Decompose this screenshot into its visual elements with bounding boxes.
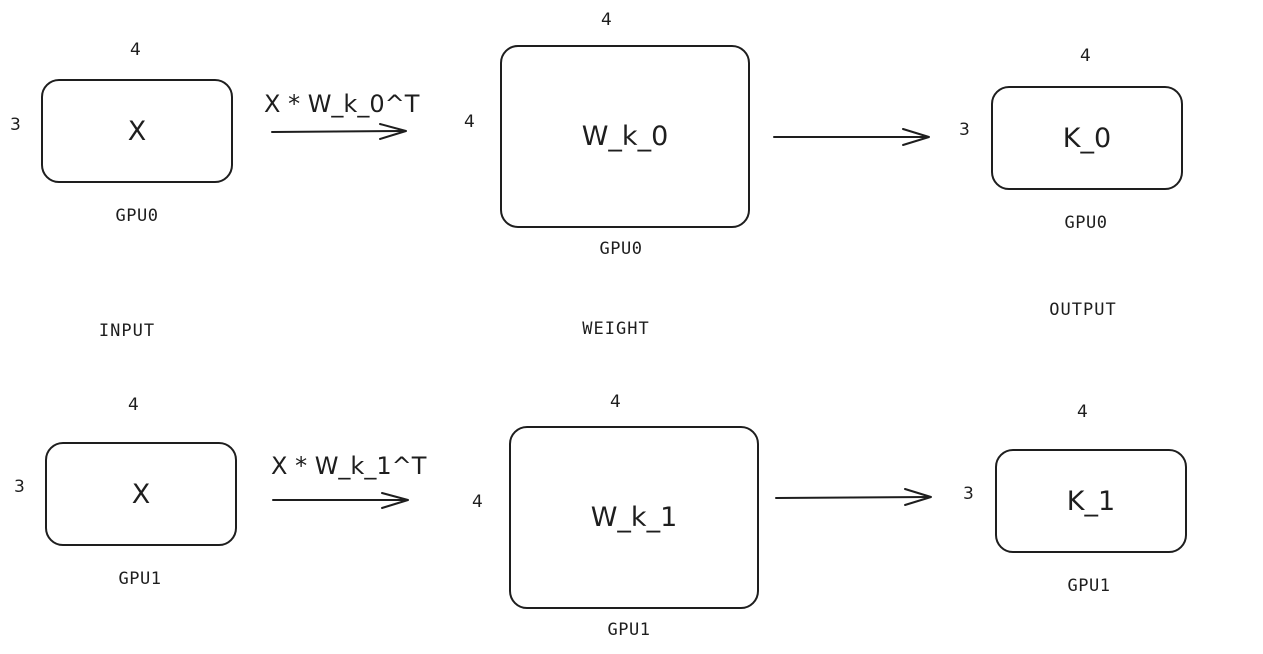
section-label-weight: WEIGHT <box>582 319 650 339</box>
input-0-width-dim: 4 <box>130 40 141 60</box>
output-0-device-label: GPU0 <box>1064 213 1108 233</box>
section-label-output: OUTPUT <box>1049 300 1117 320</box>
weight-1-device-label: GPU1 <box>607 620 651 640</box>
input-1-width-dim: 4 <box>128 395 139 415</box>
output-k-0-box: K_0 <box>991 86 1183 190</box>
input-x-box-1: X <box>45 442 237 546</box>
output-k-1-box: K_1 <box>995 449 1187 553</box>
output-1-device-label: GPU1 <box>1067 576 1111 596</box>
arrow-input-to-weight-0 <box>271 123 407 140</box>
section-label-input: INPUT <box>98 321 156 341</box>
output-0-height-dim: 3 <box>959 120 970 140</box>
operation-label-1: X * W_k_1^T <box>271 452 427 480</box>
weight-1-width-dim: 4 <box>610 392 621 412</box>
weight-w-k-1-box: W_k_1 <box>509 426 759 609</box>
weight-w-k-0-box: W_k_0 <box>500 45 750 228</box>
arrow-weight-to-output-0 <box>773 128 930 146</box>
input-0-device-label: GPU0 <box>115 206 159 226</box>
input-1-height-dim: 3 <box>14 477 25 497</box>
input-1-device-label: GPU1 <box>118 569 162 589</box>
input-x-box-0: X <box>41 79 233 183</box>
arrow-input-to-weight-1 <box>272 492 409 509</box>
output-0-width-dim: 4 <box>1080 46 1091 66</box>
weight-0-height-dim: 4 <box>464 112 475 132</box>
input-0-height-dim: 3 <box>10 115 21 135</box>
weight-0-width-dim: 4 <box>601 10 612 30</box>
output-1-width-dim: 4 <box>1077 402 1088 422</box>
output-1-height-dim: 3 <box>963 484 974 504</box>
weight-0-device-label: GPU0 <box>599 239 643 259</box>
operation-label-0: X * W_k_0^T <box>264 90 420 118</box>
weight-1-height-dim: 4 <box>472 492 483 512</box>
arrow-weight-to-output-1 <box>775 488 932 506</box>
